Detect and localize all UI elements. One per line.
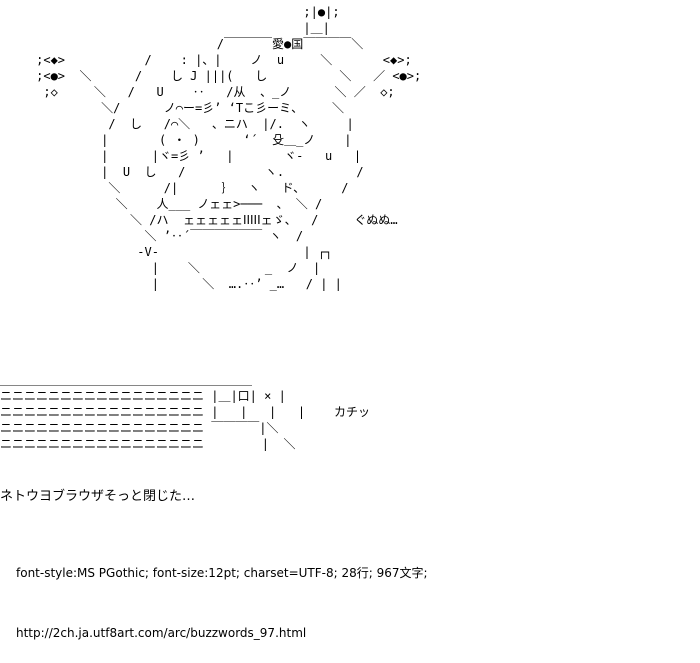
ascii-art: ;|●|; |＿| /￣￣￣￣愛●国￣￣￣￣＼ ;<◆> / : |、| ノ u… <box>0 5 422 451</box>
art-line: ;◇ ＼ / U ‥ /从 、_ノ ＼ ／ ◇; <box>0 85 395 99</box>
art-line: | ＼ ….‥’ _… / | | <box>0 277 342 291</box>
meta-info-line: font-style:MS PGothic; font-size:12pt; c… <box>16 566 428 580</box>
art-line: ;<●> ＼ / し J |||( し ＼ ／ <●>; <box>0 69 422 83</box>
art-line: /￣￣￣￣愛●国￣￣￣￣＼ <box>0 37 364 51</box>
art-line: ＿＿＿＿＿＿＿＿＿＿＿＿＿＿＿＿＿＿＿＿＿ <box>0 373 253 387</box>
art-line: -V- | ┌┐ <box>0 245 333 259</box>
art-line: ＼ /| ｝ ヽ ド、 / <box>0 181 349 195</box>
art-line: | ( ・ ) ‘´ 殳＿_ノ | <box>0 133 352 147</box>
art-line: | ＼ _ ノ | <box>0 261 321 275</box>
art-line: ＼ /ハ ェェェェェⅠⅠⅠⅠⅠェゞ、 / ぐぬぬ… <box>0 213 398 227</box>
art-line: |＿| <box>0 21 330 35</box>
art-line: | U し / ヽ. / <box>0 165 364 179</box>
art-line: ニニニニニニニニニニニニニニニニニ | ＼ <box>0 437 296 451</box>
source-url[interactable]: http://2ch.ja.utf8art.com/arc/buzzwords_… <box>16 626 307 640</box>
art-line: ＼/ ノ⌒ー=彡’ ‘Tこ彡ーミ、 ＼ <box>0 101 344 115</box>
art-line: ;<◆> / : |、| ノ u ＼ <◆>; <box>0 53 412 67</box>
art-line: ＼ 人___ ノェェ>─── 、 ＼ / <box>0 197 323 211</box>
meta-info: font-style:MS PGothic; font-size:12pt; c… <box>16 523 428 663</box>
art-line: ;|●|; <box>0 5 340 19</box>
art-line: ニニニニニニニニニニニニニニニニニ | | | | カチッ <box>0 405 371 419</box>
caption-text: ネトウヨブラウザそっと閉じた… <box>0 489 196 504</box>
art-line: | |ヾ=彡 ’ | ヾ- u | <box>0 149 362 163</box>
art-line: ＼ ’‥´￣￣￣￣￣￣ ヽ / <box>0 229 304 243</box>
art-line: / し /⌒＼ 、ニハ |/. ヽ | <box>0 117 354 131</box>
art-line: ニニニニニニニニニニニニニニニニニ ￣￣￣￣|＼ <box>0 421 279 435</box>
art-line: ニニニニニニニニニニニニニニニニニ |＿|口| × | <box>0 389 286 403</box>
